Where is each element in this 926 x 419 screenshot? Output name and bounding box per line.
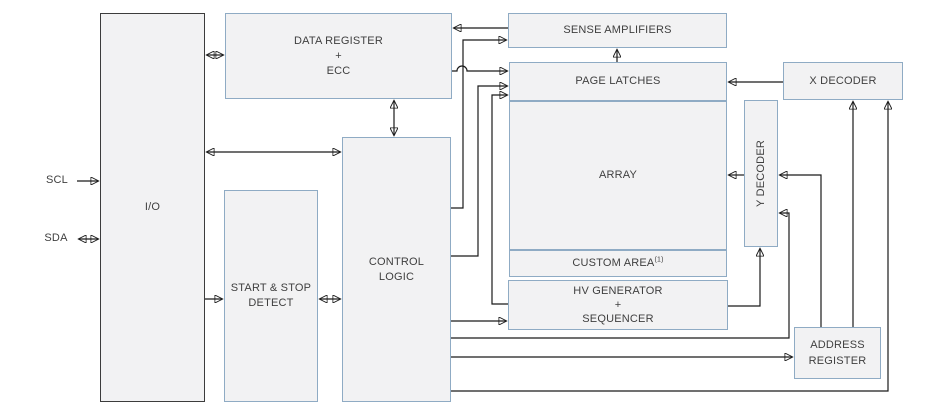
block-start-stop-label-1: START & STOP	[230, 282, 312, 294]
block-data-register: DATA REGISTER + ECC	[225, 13, 452, 99]
block-sense-amplifiers: SENSE AMPLIFIERS	[508, 13, 727, 48]
block-x-decoder-label: X DECODER	[809, 74, 877, 87]
block-y-decoder-label: Y DECODER	[754, 140, 767, 207]
block-io-label: I/O	[144, 201, 161, 213]
block-array: ARRAY	[509, 101, 727, 250]
wire-hv-generator-to-y-decoder	[728, 249, 760, 307]
block-sense-amplifiers-label: SENSE AMPLIFIERS	[563, 24, 672, 36]
block-address-register-label-1: ADDRESS	[810, 339, 865, 351]
block-hv-generator-label-2: +	[614, 299, 622, 311]
block-data-register-label-3: ECC	[326, 64, 351, 77]
block-hv-generator-label-3: SEQUENCER	[582, 313, 654, 325]
block-start-stop-detect: START & STOP DETECT	[224, 190, 318, 402]
block-io: I/O	[100, 13, 205, 402]
block-data-register-label-2: +	[335, 49, 342, 62]
block-address-register-label-2: REGISTER	[808, 355, 867, 367]
pin-label-sda: SDA	[44, 232, 68, 244]
block-page-latches-label: PAGE LATCHES	[575, 75, 661, 87]
block-data-register-label-1: DATA REGISTER	[294, 34, 383, 47]
block-x-decoder: X DECODER	[783, 62, 903, 100]
block-hv-generator-label-1: HV GENERATOR	[573, 285, 663, 297]
wire-hv-generator-to-page-latches	[491, 95, 508, 305]
block-y-decoder: Y DECODER	[744, 100, 778, 247]
block-page-latches: PAGE LATCHES	[509, 62, 727, 101]
block-control-logic-label-1: CONTROL	[368, 255, 425, 268]
block-hv-generator: HV GENERATOR + SEQUENCER	[508, 280, 728, 330]
block-start-stop-label-2: DETECT	[248, 297, 294, 309]
wire-address-register-to-y-decoder	[780, 175, 822, 327]
block-address-register: ADDRESS REGISTER	[794, 327, 881, 379]
wire-control-logic-to-sense-amp	[451, 40, 506, 209]
custom-area-footnote: (1)	[654, 256, 664, 264]
pin-label-scl: SCL	[46, 174, 68, 186]
block-custom-area-label: CUSTOM AREA(1)	[572, 256, 664, 269]
wire-control-logic-to-page-latches	[451, 86, 507, 257]
wire-data-register-to-page-latches	[452, 65, 507, 71]
block-array-label: ARRAY	[598, 169, 638, 181]
block-control-logic: CONTROL LOGIC	[342, 137, 451, 402]
block-control-logic-label-2: LOGIC	[378, 270, 415, 283]
block-custom-area: CUSTOM AREA(1)	[509, 250, 727, 277]
